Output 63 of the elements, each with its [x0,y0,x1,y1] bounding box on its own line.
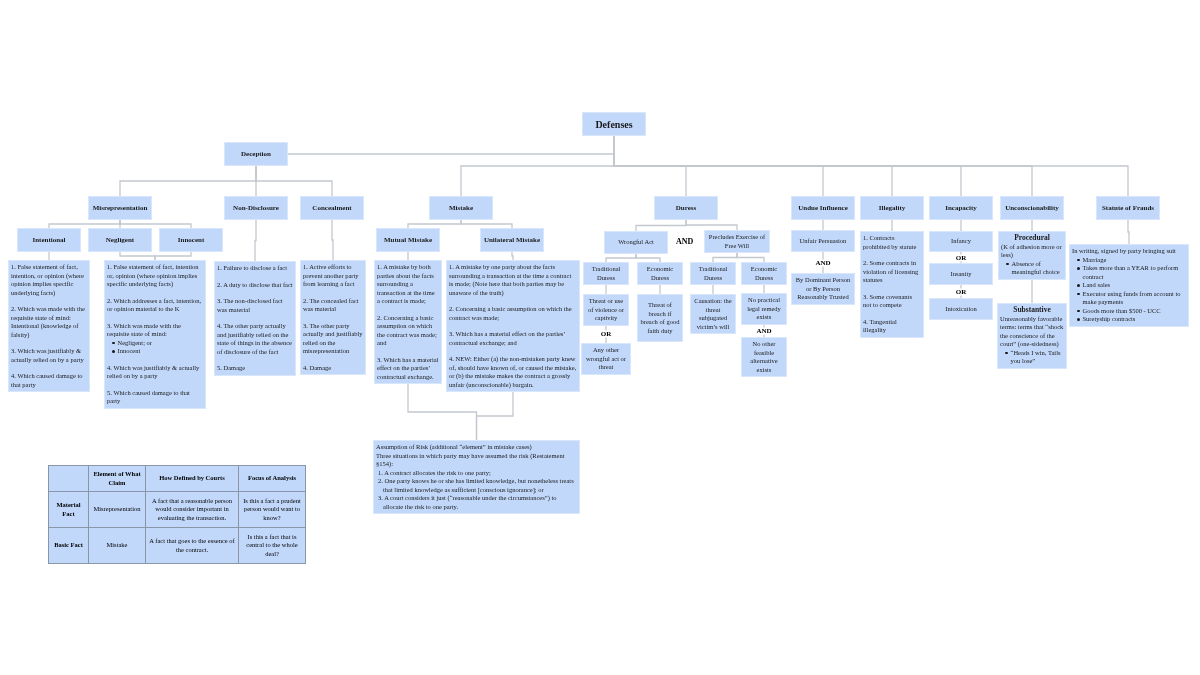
concept-box [583,262,629,285]
connector-line [822,219,824,231]
text-card [8,260,90,392]
connector-line [635,253,661,263]
concept-box [929,298,993,320]
topic-box [582,112,646,136]
text-card [446,260,580,392]
text-card [214,261,296,376]
text-card [104,260,206,409]
topic-box [654,196,718,220]
topic-box [224,196,288,220]
connector-line [475,391,514,441]
connector-line [1031,219,1033,232]
connector-line [254,219,257,262]
topic-box [929,196,993,220]
topic-box [1096,196,1160,220]
connector-line [331,219,334,261]
topic-box [224,142,288,166]
text-card [998,231,1066,280]
note-text: AND [676,236,694,248]
connector-line [891,219,893,232]
concept-box [929,231,993,252]
connector-line [1031,278,1033,304]
connector-line [154,251,192,261]
text-card [374,260,442,384]
connector-line [763,284,765,294]
connector-line [511,251,514,261]
topic-box [88,228,152,252]
concept-box [791,230,855,252]
text-card [300,260,366,375]
text-card [1069,244,1189,327]
connector-line [48,251,50,261]
connector-line [605,284,607,295]
concept-box [929,263,993,285]
text-card [997,303,1067,369]
connector-line [712,284,714,295]
connector-line [1127,219,1130,245]
topic-box [88,196,152,220]
topic-box [429,196,493,220]
topic-box [480,228,544,252]
concept-box [690,262,736,285]
connector-line [460,219,513,229]
topic-box [1000,196,1064,220]
connector-line [659,284,661,295]
concept-box [741,337,787,377]
text-card [860,231,924,338]
connector-line [960,219,962,232]
node-title: Defenses [595,117,633,132]
topic-box [376,228,440,252]
connector-line [407,251,409,261]
connector-line [736,252,765,263]
concept-box [604,231,668,254]
topic-box [860,196,924,220]
concept-box [637,262,683,285]
concept-box [637,294,683,342]
connector-line [255,165,333,197]
concept-box [741,262,787,285]
topic-box [159,228,223,252]
topic-box [17,228,81,252]
text-card [373,440,580,514]
topic-box [791,196,855,220]
connector-line [685,219,738,231]
topic-box [300,196,364,220]
